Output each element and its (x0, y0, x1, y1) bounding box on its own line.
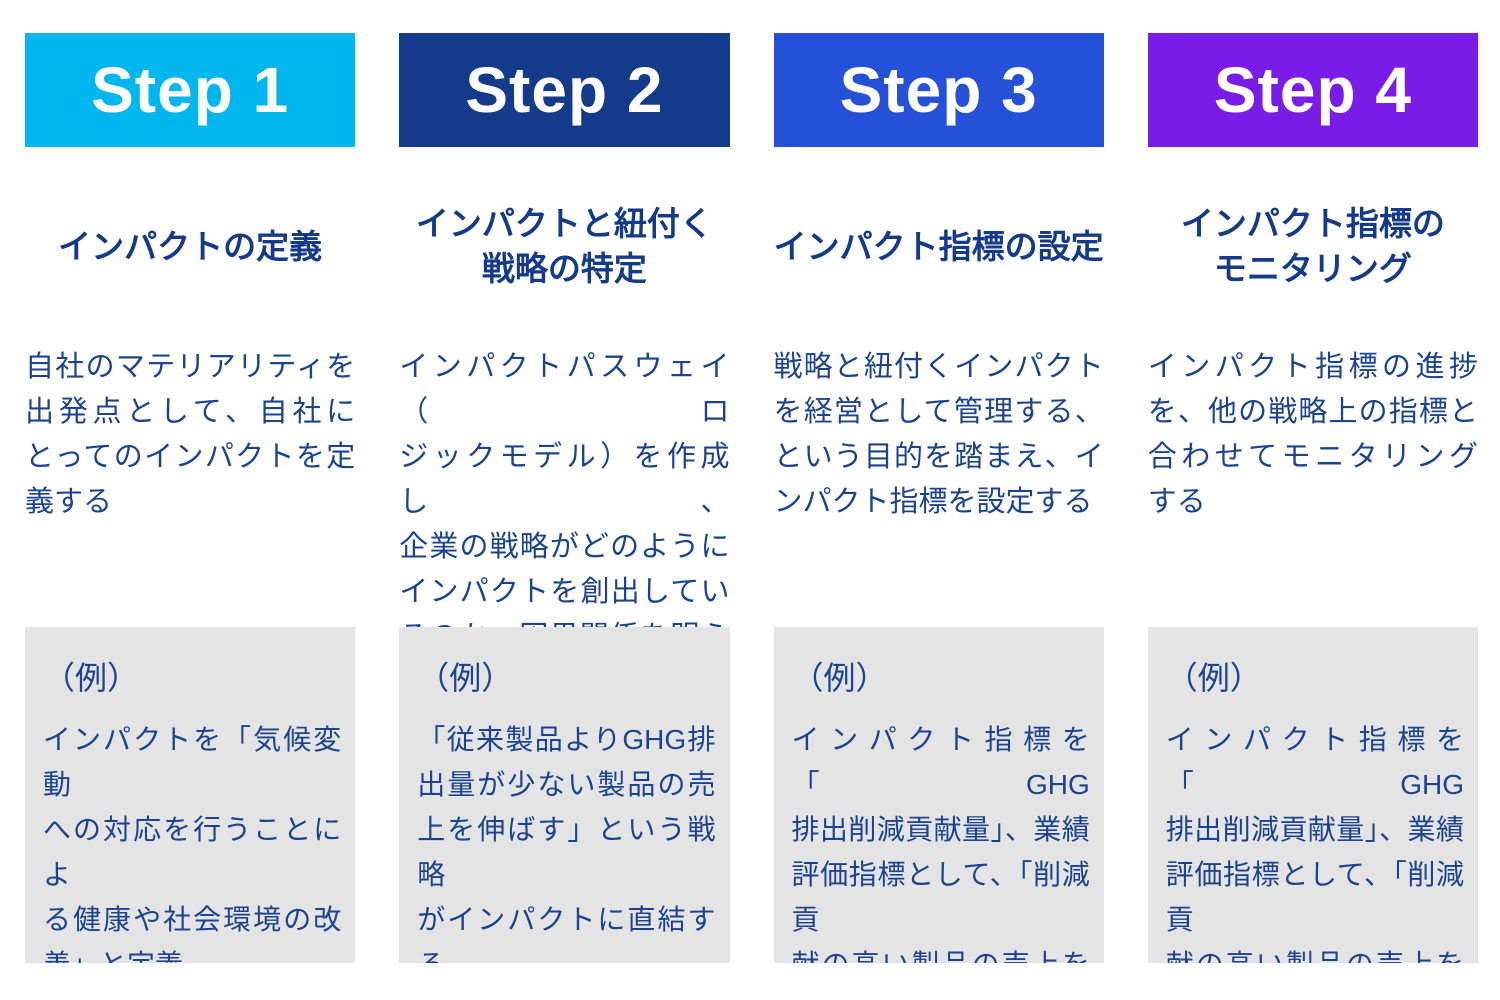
step-3-title: インパクト指標の設定 (773, 227, 1104, 265)
step-3-column: Step 3 インパクト指標の設定 戦略と紐付くインパクトを経営として管理する、… (773, 33, 1104, 963)
step-3-example-text: インパクト指標を「GHG排出削減貢献量」、業績評価指標として、「削減貢献の高い製… (791, 724, 1090, 963)
step-4-column: Step 4 インパクト指標の モニタリング インパクト指標の進捗を、他の戦略上… (1147, 33, 1478, 963)
step-4-title: インパクト指標の モニタリング (1180, 205, 1445, 287)
step-1-example-box: （例） インパクトを「気候変動への対応を行うことによる健康や社会環境の改善」と定… (25, 627, 356, 963)
step-3-header: Step 3 (773, 33, 1104, 147)
step-2-example-text: 「従来製品よりGHG排出量が少ない製品の売上を伸ばす」という戦略がインパクトに直… (417, 724, 716, 963)
step-3-description: 戦略と紐付くインパクトを経営として管理する、という目的を踏まえ、インパクト指標を… (773, 351, 1104, 518)
step-4-example-box: （例） インパクト指標を「GHG排出削減貢献量」、業績評価指標として、「削減貢献… (1147, 627, 1478, 963)
step-2-example-box: （例） 「従来製品よりGHG排出量が少ない製品の売上を伸ばす」という戦略がインパ… (399, 627, 730, 963)
step-1-example-label: （例） (43, 660, 140, 696)
step-4-header: Step 4 (1147, 33, 1478, 147)
step-1-column: Step 1 インパクトの定義 自社のマテリアリティを出発点として、自社にとって… (25, 33, 356, 963)
step-2-title: インパクトと紐付く 戦略の特定 (415, 205, 713, 287)
step-2-header: Step 2 (399, 33, 730, 147)
step-1-example-text: インパクトを「気候変動への対応を行うことによる健康や社会環境の改善」と定義 (43, 724, 342, 963)
step-2-example-label: （例） (417, 660, 514, 696)
step-3-example-box: （例） インパクト指標を「GHG排出削減貢献量」、業績評価指標として、「削減貢献… (773, 627, 1104, 963)
step-1-header: Step 1 (25, 33, 356, 147)
step-1-description: 自社のマテリアリティを出発点として、自社にとってのインパクトを定義する (25, 351, 356, 518)
step-4-example-text: インパクト指標を「GHG排出削減貢献量」、業績評価指標として、「削減貢献の高い製… (1165, 724, 1464, 963)
step-4-description: インパクト指標の進捗を、他の戦略上の指標と合わせてモニタリングする (1147, 351, 1478, 518)
step-4-example-label: （例） (1165, 660, 1262, 696)
step-2-description: インパクトパスウェイ（ロジックモデル）を作成し、企業の戦略がどのようにインパクト… (399, 351, 730, 627)
step-2-column: Step 2 インパクトと紐付く 戦略の特定 インパクトパスウェイ（ロジックモデ… (399, 33, 730, 963)
step-1-title: インパクトの定義 (58, 227, 323, 265)
step-3-example-label: （例） (791, 660, 888, 696)
